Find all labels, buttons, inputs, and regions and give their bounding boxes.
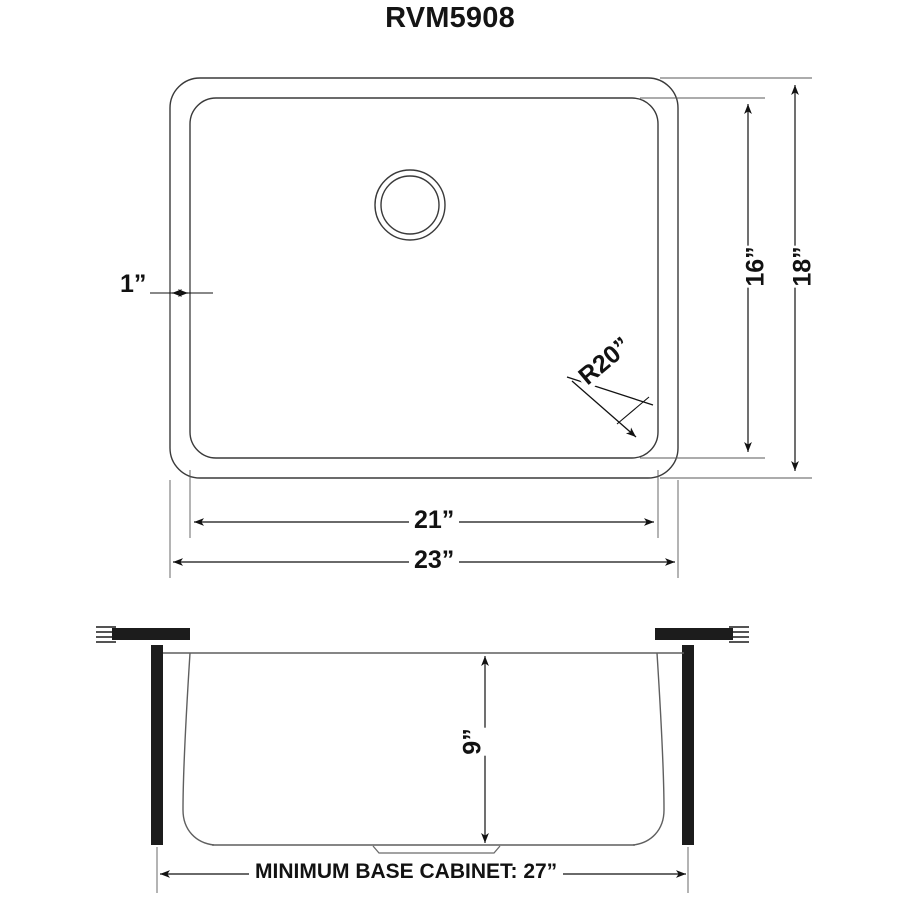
cabinet-wall-right [682,645,694,845]
dim-label-rim-width: 1” [118,270,149,298]
drain-inner-circle [380,175,440,235]
bowl-left-wall [182,652,215,846]
top-view-extension-lines [169,77,812,578]
dim-label-outer-height: 18” [788,245,818,288]
radius-callout-r20 [566,376,654,438]
countertop-slab-left [112,628,190,640]
cabinet-walls [151,645,694,845]
cabinet-wall-left [151,645,163,845]
r20-tick [616,396,650,425]
bowl-right-wall [632,652,665,846]
section-dimension-lines [160,656,686,878]
drain-outer-circle [374,169,446,241]
section-drain-boss [372,845,501,854]
sink-inner-edge [189,97,659,459]
countertop-slab-right [655,628,733,640]
dim-label-base-cabinet: MINIMUM BASE CABINET: 27” [249,861,564,882]
sink-outer-edge [169,77,679,479]
top-view-dimension-lines [150,85,799,566]
dim-label-inner-width: 21” [409,508,460,533]
countertop-slabs [112,628,733,640]
dim-label-bowl-depth: 9” [458,727,488,756]
page-title: RVM5908 [385,2,515,34]
section-bowl-profile [163,652,684,846]
top-view-sink-outline [169,77,679,479]
drain-hole [374,169,446,241]
drain-boss-outline [372,845,501,854]
section-extension-lines [156,847,689,893]
countertop-hatch-marks [96,626,749,643]
dim-label-outer-width: 23” [409,548,460,573]
r20-leader-line [571,380,637,438]
dim-label-inner-height: 16” [741,245,771,288]
